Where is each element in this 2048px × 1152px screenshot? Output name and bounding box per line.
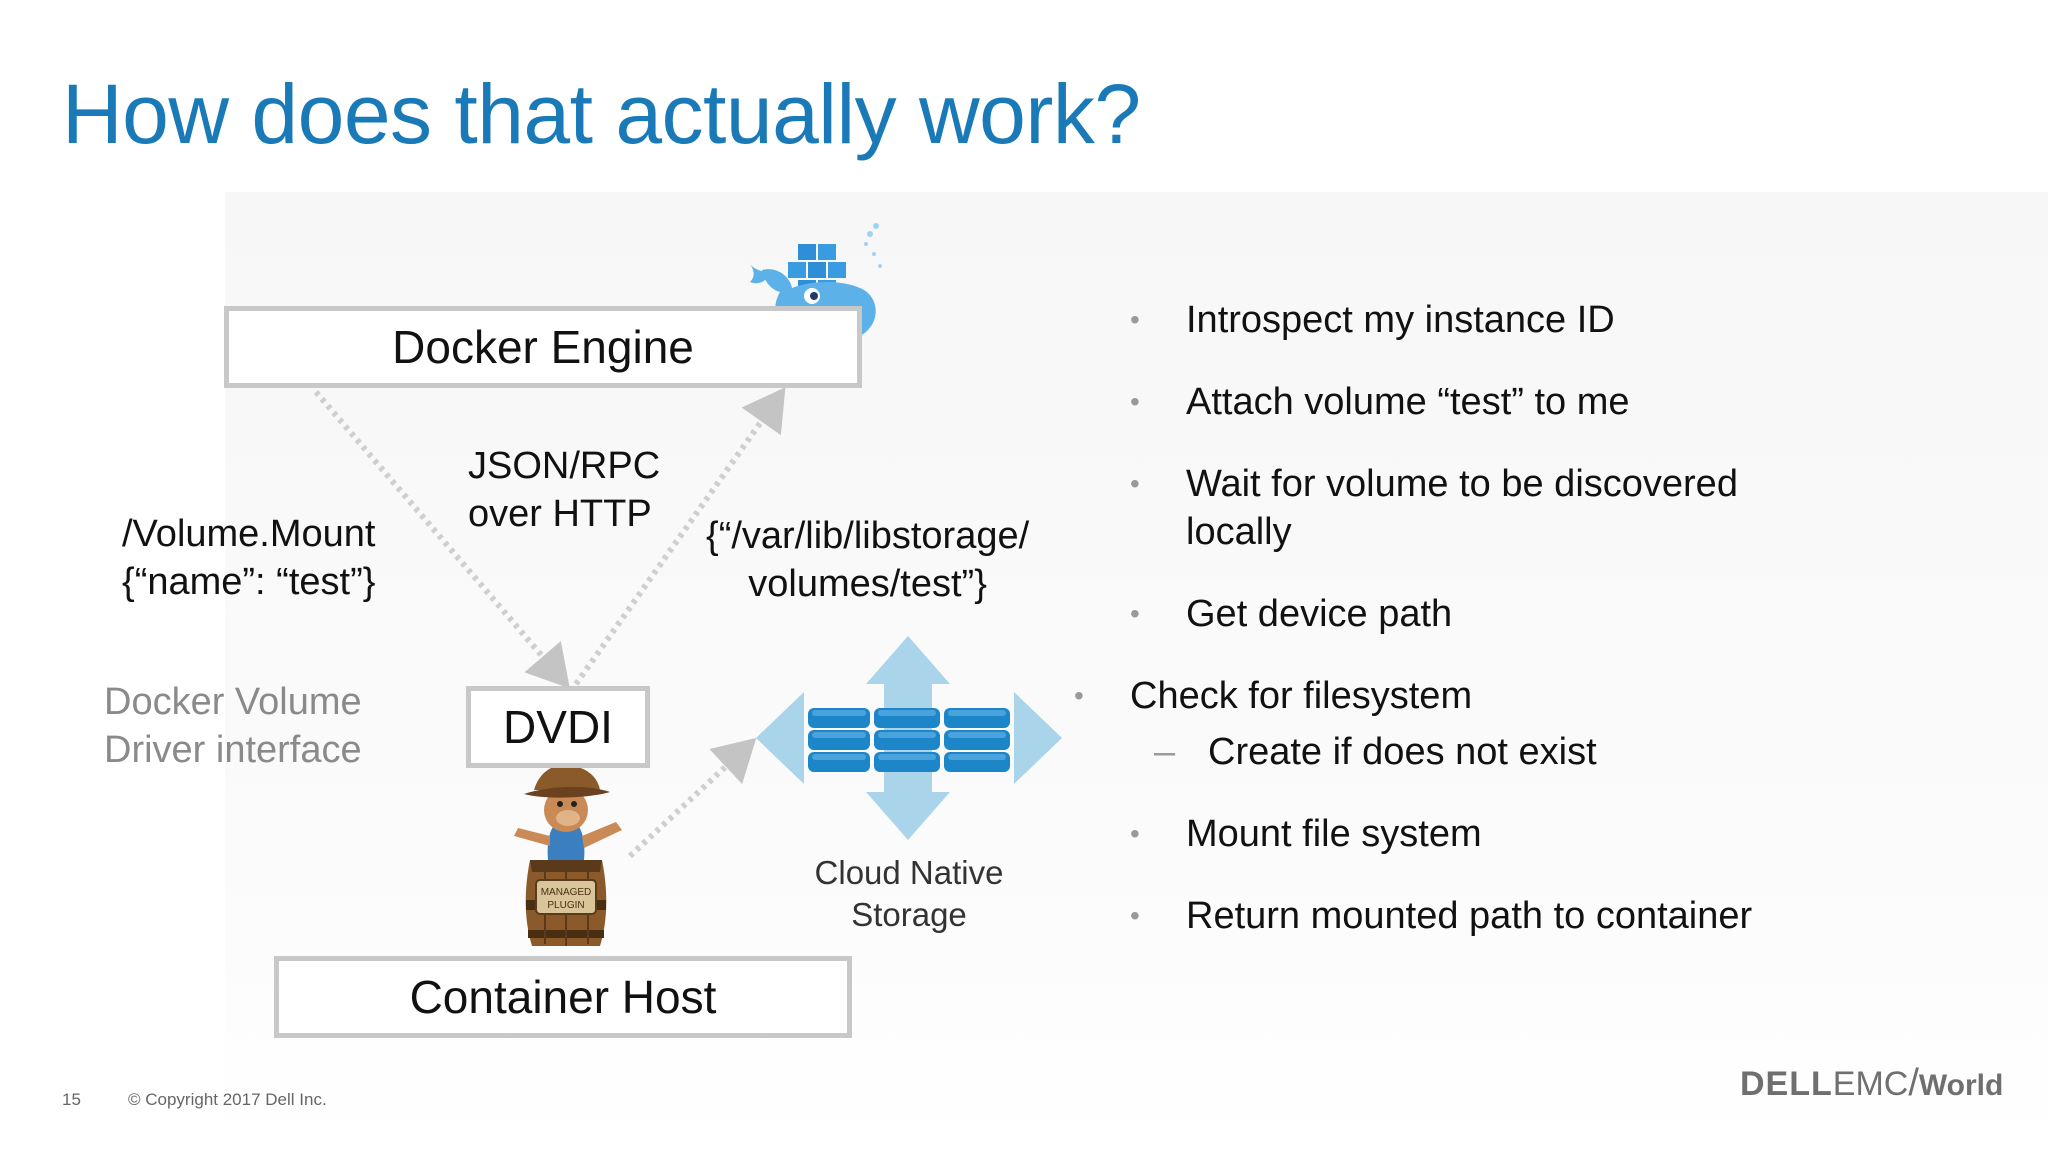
- copyright-notice: © Copyright 2017 Dell Inc.: [128, 1090, 327, 1109]
- storage-arrow: [627, 737, 757, 859]
- list-item: • Get device path: [1130, 590, 2010, 638]
- managed-plugin-barrel-icon: MANAGED PLUGIN: [514, 765, 622, 946]
- list-item: • Wait for volume to be discovered local…: [1130, 460, 1826, 556]
- bullet-icon: •: [1130, 598, 1140, 629]
- docker-engine-box: Docker Engine: [224, 306, 862, 388]
- steps-list: • Introspect my instance ID • Attach vol…: [1074, 296, 2010, 974]
- protocol-line-2: over HTTP: [468, 493, 652, 535]
- list-item-text: Attach volume “test” to me: [1186, 381, 1630, 423]
- dvdi-caption-line-2: Driver interface: [104, 729, 362, 771]
- barrel-label-line1: MANAGED: [541, 887, 592, 898]
- logo-dell: DELL: [1740, 1065, 1833, 1103]
- list-item-text: Check for filesystem: [1130, 675, 1473, 717]
- docker-engine-label: Docker Engine: [392, 321, 694, 373]
- bullet-icon: •: [1130, 304, 1140, 335]
- storage-line-2: Storage: [851, 896, 967, 933]
- list-item-text: Mount file system: [1186, 813, 1482, 855]
- list-item-text: Return mounted path to container: [1186, 895, 1753, 937]
- response-line-1: {“/var/lib/libstorage/: [706, 515, 1030, 557]
- protocol-label: JSON/RPC over HTTP: [468, 442, 660, 538]
- sub-list-item-text: Create if does not exist: [1208, 731, 1597, 773]
- volume-mount-request: /Volume.Mount {“name”: “test”}: [122, 510, 375, 606]
- list-item: • Mount file system: [1130, 810, 2010, 858]
- list-item-text: Introspect my instance ID: [1186, 299, 1615, 341]
- mount-path-response: {“/var/lib/libstorage/ volumes/test”}: [706, 512, 1029, 608]
- request-line-2: {“name”: “test”}: [122, 561, 376, 603]
- dvdi-label: DVDI: [503, 701, 613, 753]
- list-item: • Check for filesystem – Create if does …: [1074, 672, 2010, 776]
- bullet-icon: •: [1130, 900, 1140, 931]
- list-item: • Attach volume “test” to me: [1130, 378, 2010, 426]
- bullet-icon: •: [1074, 680, 1084, 711]
- logo-world: World: [1918, 1069, 2004, 1102]
- sub-bullet-icon: –: [1154, 731, 1176, 773]
- dvdi-box: DVDI: [466, 686, 650, 768]
- list-item: • Introspect my instance ID: [1130, 296, 2010, 344]
- cloud-storage-icon: [756, 636, 1062, 840]
- dvdi-caption-line-1: Docker Volume: [104, 681, 362, 723]
- response-line-2: volumes/test”}: [748, 563, 987, 605]
- list-item-text: Wait for volume to be discovered locally: [1186, 463, 1738, 553]
- dell-emc-world-logo: DELLEMC/World: [1740, 1062, 2003, 1105]
- request-line-1: /Volume.Mount: [122, 513, 376, 555]
- sub-list-item: – Create if does not exist: [1074, 728, 2010, 776]
- bullet-icon: •: [1130, 818, 1140, 849]
- container-host-box: Container Host: [274, 956, 852, 1038]
- request-arrow: [313, 390, 570, 689]
- list-item: • Return mounted path to container: [1130, 892, 2010, 940]
- barrel-label-line2: PLUGIN: [547, 900, 584, 911]
- list-item-text: Get device path: [1186, 593, 1453, 635]
- bullet-icon: •: [1130, 468, 1140, 499]
- container-host-label: Container Host: [409, 971, 717, 1023]
- response-arrow: [573, 387, 786, 686]
- logo-emc: EMC: [1832, 1065, 1909, 1103]
- slide-title: How does that actually work?: [62, 67, 1141, 161]
- page-number: 15: [62, 1090, 81, 1109]
- bullet-icon: •: [1130, 386, 1140, 417]
- cloud-native-storage-label: Cloud Native Storage: [800, 852, 1018, 936]
- protocol-line-1: JSON/RPC: [468, 445, 661, 487]
- dvdi-caption: Docker Volume Driver interface: [104, 678, 362, 774]
- logo-slash: /: [1908, 1062, 1919, 1104]
- storage-line-1: Cloud Native: [814, 854, 1004, 891]
